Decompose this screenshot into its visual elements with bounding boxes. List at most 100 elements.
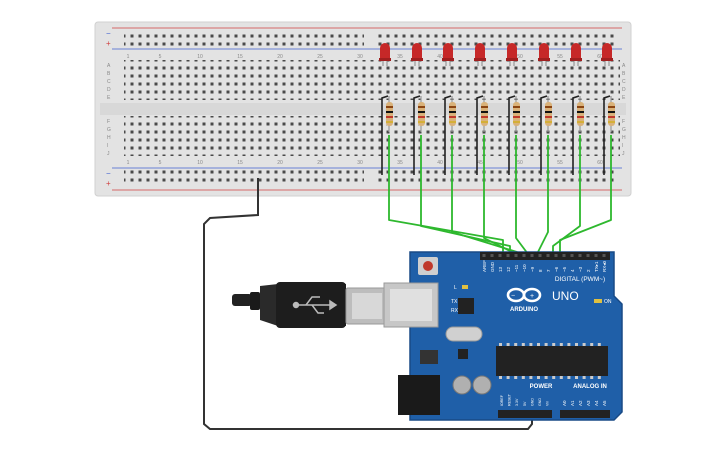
red-led[interactable] — [411, 43, 423, 66]
digital-pin-label: ~5 — [562, 266, 567, 272]
row-letter: E — [107, 95, 111, 101]
digital-pin-label: 13 — [498, 266, 503, 272]
ground-jumpers[interactable] — [381, 95, 611, 175]
led-tx-label: TX — [451, 299, 458, 305]
row-letter: A — [622, 63, 626, 69]
red-led[interactable] — [601, 43, 613, 66]
top-power-rail[interactable]: − + — [106, 27, 622, 50]
column-number: 25 — [317, 54, 323, 60]
analog-pin-label: A4 — [594, 400, 599, 406]
resistor[interactable] — [449, 96, 456, 132]
column-number: 15 — [237, 160, 243, 166]
digital-pin-label: 8 — [538, 269, 543, 272]
red-led[interactable] — [474, 43, 486, 66]
power-jack — [398, 375, 440, 415]
resistor[interactable] — [513, 96, 520, 132]
signal-wire[interactable] — [552, 135, 581, 256]
rail-plus-label-bottom: + — [106, 179, 111, 188]
capacitor-1 — [452, 375, 472, 395]
red-led[interactable] — [506, 43, 518, 66]
digital-pin-label: 12 — [506, 266, 511, 272]
resistor[interactable] — [386, 96, 393, 132]
column-number: 1 — [127, 160, 130, 166]
digital-pin-label: GND — [490, 261, 495, 272]
led-row[interactable] — [379, 43, 613, 66]
arduino-infinity-icon — [506, 287, 542, 303]
power-header — [498, 410, 552, 418]
digital-pin-label: ~3 — [578, 266, 583, 272]
column-number: 60 — [597, 160, 603, 166]
row-letter: I — [622, 143, 623, 149]
row-letter: B — [107, 71, 111, 77]
digital-pin-label: ~9 — [530, 266, 535, 272]
usb-cable[interactable] — [232, 282, 387, 328]
row-letter: B — [622, 71, 626, 77]
column-number: 15 — [237, 54, 243, 60]
column-number: 30 — [357, 54, 363, 60]
resistor[interactable] — [545, 96, 552, 132]
digital-pin-label: ~10 — [522, 264, 527, 272]
digital-pin-label: TX▸1 — [594, 261, 599, 272]
led-l — [462, 285, 468, 289]
power-pin-label: RESET — [508, 393, 512, 406]
voltage-regulator — [420, 350, 438, 364]
digital-pin-label: ~6 — [554, 266, 559, 272]
infinity-plus: + — [530, 293, 534, 300]
resistor[interactable] — [418, 96, 425, 132]
column-number: 50 — [517, 54, 523, 60]
rail-plus-label: + — [106, 39, 111, 48]
power-header-label: POWER — [530, 384, 553, 390]
usb-icon — [292, 296, 338, 314]
bottom-power-rail[interactable]: − + — [106, 167, 622, 191]
digital-pin-label: 4 — [570, 269, 575, 272]
resistors[interactable] — [386, 96, 615, 132]
power-pin-label: IOREF — [500, 394, 504, 406]
atmega-microcontroller — [496, 346, 608, 376]
analog-pin-label: A2 — [578, 400, 583, 406]
arduino-logo-text: ARDUINO — [510, 307, 538, 313]
power-pin-label: 5V — [523, 401, 527, 406]
row-letter: A — [107, 63, 111, 69]
row-letter: H — [622, 135, 626, 141]
reset-button[interactable] — [423, 261, 433, 271]
column-number: 20 — [277, 54, 283, 60]
digital-header-label: DIGITAL (PWM~) — [555, 276, 605, 283]
resistor[interactable] — [608, 96, 615, 132]
ground-return-wire[interactable] — [203, 178, 533, 430]
resistor[interactable] — [577, 96, 584, 132]
column-number: 60 — [597, 54, 603, 60]
upper-terminal-strip[interactable] — [124, 60, 620, 100]
red-led[interactable] — [379, 43, 391, 66]
red-led[interactable] — [442, 43, 454, 66]
resistor[interactable] — [481, 96, 488, 132]
lower-terminal-strip[interactable] — [124, 116, 620, 156]
analog-pin-label: A5 — [602, 400, 607, 406]
led-rx-label: RX — [451, 308, 459, 314]
column-number: 35 — [397, 160, 403, 166]
crystal-oscillator — [445, 326, 483, 342]
column-number: 30 — [357, 160, 363, 166]
column-numbers: 1155101015152020252530303535404045455050… — [127, 54, 603, 166]
column-number: 25 — [317, 160, 323, 166]
signal-wires[interactable] — [388, 135, 612, 259]
led-on-label: ON — [604, 299, 612, 305]
usb-controller-chip — [458, 298, 474, 314]
row-letter: D — [107, 87, 111, 93]
power-pin-label: Vin — [546, 401, 550, 406]
infinity-minus: − — [511, 293, 515, 300]
red-led[interactable] — [570, 43, 582, 66]
column-number: 5 — [159, 54, 162, 60]
column-number: 10 — [197, 160, 203, 166]
row-letter: F — [107, 119, 110, 125]
column-number: 10 — [197, 54, 203, 60]
signal-wire[interactable] — [559, 135, 612, 256]
row-letter: J — [622, 151, 625, 157]
row-letter: E — [622, 95, 626, 101]
red-led[interactable] — [538, 43, 550, 66]
column-number: 5 — [159, 160, 162, 166]
